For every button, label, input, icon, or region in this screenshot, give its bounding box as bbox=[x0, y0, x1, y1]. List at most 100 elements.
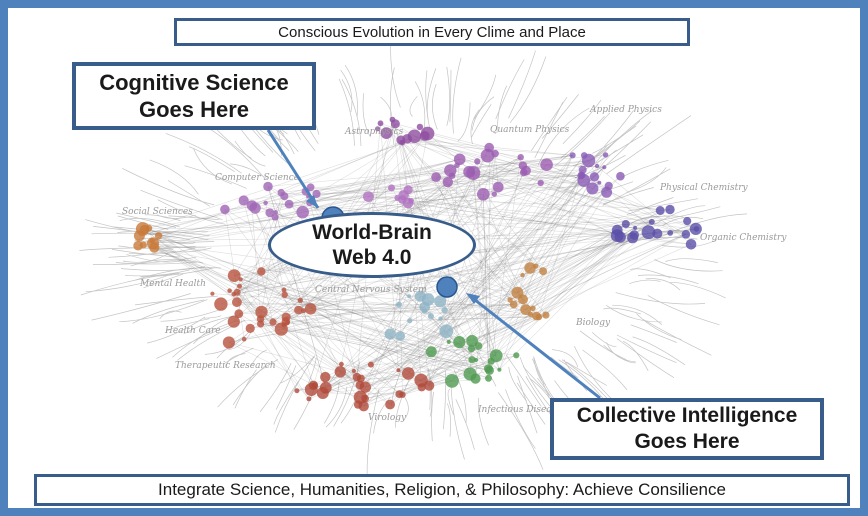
map-edge bbox=[440, 235, 618, 319]
map-edge bbox=[392, 119, 403, 200]
map-edge bbox=[525, 165, 598, 310]
map-strand bbox=[140, 189, 223, 221]
map-strand bbox=[165, 133, 242, 174]
map-node bbox=[255, 305, 268, 319]
map-edge bbox=[325, 274, 523, 388]
map-edge bbox=[228, 342, 315, 386]
map-node bbox=[414, 373, 428, 387]
map-strand bbox=[147, 316, 206, 344]
world-brain-ellipse: World-Brain Web 4.0 bbox=[268, 212, 476, 278]
map-node bbox=[227, 269, 241, 282]
map-node bbox=[367, 361, 374, 368]
map-edge bbox=[483, 194, 489, 369]
map-edge bbox=[488, 227, 636, 369]
map-strand bbox=[606, 342, 636, 363]
map-edge bbox=[284, 294, 399, 305]
map-edge bbox=[499, 266, 537, 370]
map-strand bbox=[560, 115, 605, 159]
map-node bbox=[681, 230, 691, 239]
map-strand bbox=[616, 338, 675, 378]
map-node bbox=[263, 181, 273, 192]
map-edge bbox=[260, 318, 298, 391]
map-edge bbox=[421, 172, 524, 388]
map-edge bbox=[475, 153, 496, 379]
map-node bbox=[602, 152, 609, 158]
map-edge bbox=[251, 205, 261, 320]
map-strand bbox=[653, 205, 706, 226]
map-edge bbox=[260, 316, 539, 325]
map-strand bbox=[665, 258, 718, 263]
map-strand bbox=[362, 93, 371, 138]
map-node bbox=[284, 199, 294, 209]
map-strand bbox=[505, 354, 542, 407]
map-edge bbox=[325, 376, 422, 381]
map-strand bbox=[234, 369, 257, 409]
map-node bbox=[621, 220, 630, 228]
map-strand bbox=[116, 212, 177, 228]
map-strand bbox=[561, 359, 612, 403]
map-node bbox=[521, 165, 531, 176]
map-edge bbox=[494, 153, 499, 188]
map-edge bbox=[472, 172, 490, 371]
ellipse-label: World-Brain Web 4.0 bbox=[312, 221, 432, 269]
map-strand bbox=[307, 357, 317, 384]
map-node bbox=[353, 390, 368, 404]
map-node bbox=[648, 218, 655, 225]
map-node bbox=[273, 210, 278, 215]
map-edge bbox=[398, 155, 573, 371]
callout-label: Cognitive Science Goes Here bbox=[99, 70, 289, 122]
map-label: Central Nervous System bbox=[315, 285, 427, 295]
map-edge bbox=[260, 304, 514, 320]
map-edge bbox=[596, 165, 692, 245]
map-strand bbox=[550, 356, 579, 379]
map-edge bbox=[473, 172, 492, 362]
map-strand bbox=[227, 331, 252, 351]
map-edge bbox=[281, 192, 635, 236]
map-strand bbox=[498, 392, 544, 470]
map-strand bbox=[166, 318, 210, 332]
map-node bbox=[667, 230, 674, 236]
map-label: Applied Physics bbox=[589, 105, 662, 115]
map-node bbox=[489, 349, 503, 363]
map-label: Astrophysics bbox=[344, 127, 404, 137]
map-strand bbox=[159, 247, 212, 253]
map-edge bbox=[447, 182, 500, 370]
arrowhead-icon bbox=[306, 195, 318, 208]
map-edge bbox=[402, 199, 696, 230]
map-edge bbox=[473, 170, 527, 174]
map-strand bbox=[605, 305, 662, 323]
map-edge bbox=[427, 133, 582, 176]
map-node bbox=[537, 179, 544, 187]
map-edge bbox=[399, 237, 633, 395]
map-edge bbox=[538, 175, 582, 317]
map-node bbox=[539, 267, 548, 276]
map-edge bbox=[322, 318, 441, 394]
map-strand bbox=[128, 247, 196, 255]
map-edge bbox=[365, 380, 453, 399]
map-node bbox=[339, 361, 344, 367]
map-edge bbox=[359, 229, 618, 386]
map-edge bbox=[420, 345, 479, 381]
map-strand bbox=[115, 261, 198, 265]
map-edge bbox=[487, 155, 593, 189]
map-edge bbox=[325, 164, 547, 388]
map-node bbox=[448, 172, 456, 179]
map-node bbox=[520, 304, 532, 315]
map-edge bbox=[395, 123, 490, 148]
map-edge bbox=[472, 164, 547, 173]
map-node bbox=[394, 195, 401, 201]
map-strand bbox=[606, 115, 692, 174]
map-edge bbox=[536, 227, 636, 317]
map-node bbox=[133, 240, 143, 251]
map-edge bbox=[260, 192, 282, 320]
map-strand bbox=[446, 66, 451, 126]
map-edge bbox=[421, 185, 609, 388]
map-node bbox=[294, 305, 303, 315]
map-node bbox=[232, 297, 242, 308]
map-node bbox=[210, 291, 215, 296]
map-strand bbox=[395, 379, 410, 428]
map-edge bbox=[142, 228, 473, 360]
map-edge bbox=[360, 227, 636, 379]
map-edge bbox=[368, 196, 671, 210]
map-strand bbox=[149, 159, 199, 195]
